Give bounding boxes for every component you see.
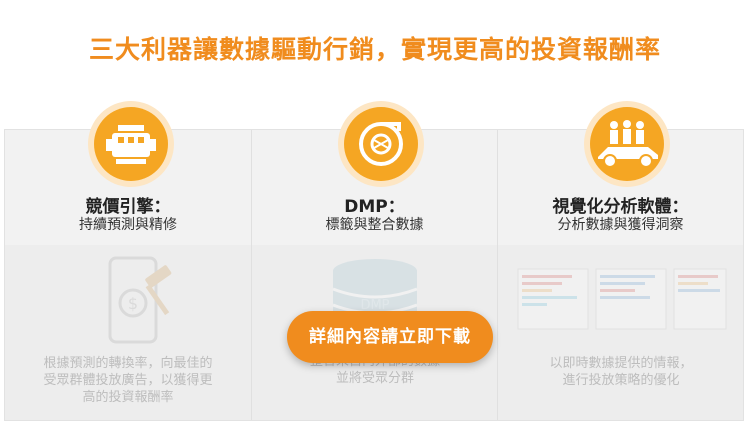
svg-text:DMP: DMP — [360, 298, 389, 313]
description-line: 進行投放策略的優化 — [562, 373, 680, 388]
feature-subtitle: 持續預測與精修 — [79, 217, 177, 233]
feature-card-header: DMP： 標籤與整合數據 — [252, 130, 497, 245]
download-button[interactable]: 詳細內容請立即下載 — [287, 311, 493, 363]
feature-subtitle: 分析數據與獲得洞察 — [557, 217, 684, 233]
description-line: 高的投資報酬率 — [82, 390, 174, 405]
description-line: 受眾群體投放廣告，以獲得更 — [43, 373, 213, 388]
description-line: 並將受眾分群 — [335, 371, 414, 386]
feature-card-body: $ 根據預測的轉換率，向最佳的 受眾群體投放廣告，以獲得更 高的投資報酬率 — [5, 245, 251, 420]
database-label: DMP — [360, 298, 389, 313]
feature-title: 視覺化分析軟體： — [552, 197, 689, 217]
svg-text:$: $ — [128, 294, 138, 313]
turbo-icon — [344, 107, 418, 181]
page-headline: 三大利器讓數據驅動行銷，實現更高的投資報酬率 — [88, 35, 661, 64]
description-line: 根據預測的轉換率，向最佳的 — [43, 356, 213, 371]
feature-description: 以即時數據提供的情報， 進行投放策略的優化 — [508, 355, 734, 389]
feature-card-body: 以即時數據提供的情報， 進行投放策略的優化 — [498, 245, 743, 420]
phone-auction-icon: $ — [108, 256, 172, 344]
feature-description: 根據預測的轉換率，向最佳的 受眾群體投放廣告，以獲得更 高的投資報酬率 — [15, 355, 241, 406]
description-line: 以即時數據提供的情報， — [549, 356, 693, 371]
engine-icon — [94, 107, 168, 181]
feature-subtitle: 標籤與整合數據 — [325, 217, 424, 233]
feature-title: DMP： — [344, 197, 405, 217]
dashboard-chart-icon — [517, 268, 727, 330]
race-car-team-icon — [590, 107, 664, 181]
feature-title: 競價引擎： — [85, 197, 171, 217]
